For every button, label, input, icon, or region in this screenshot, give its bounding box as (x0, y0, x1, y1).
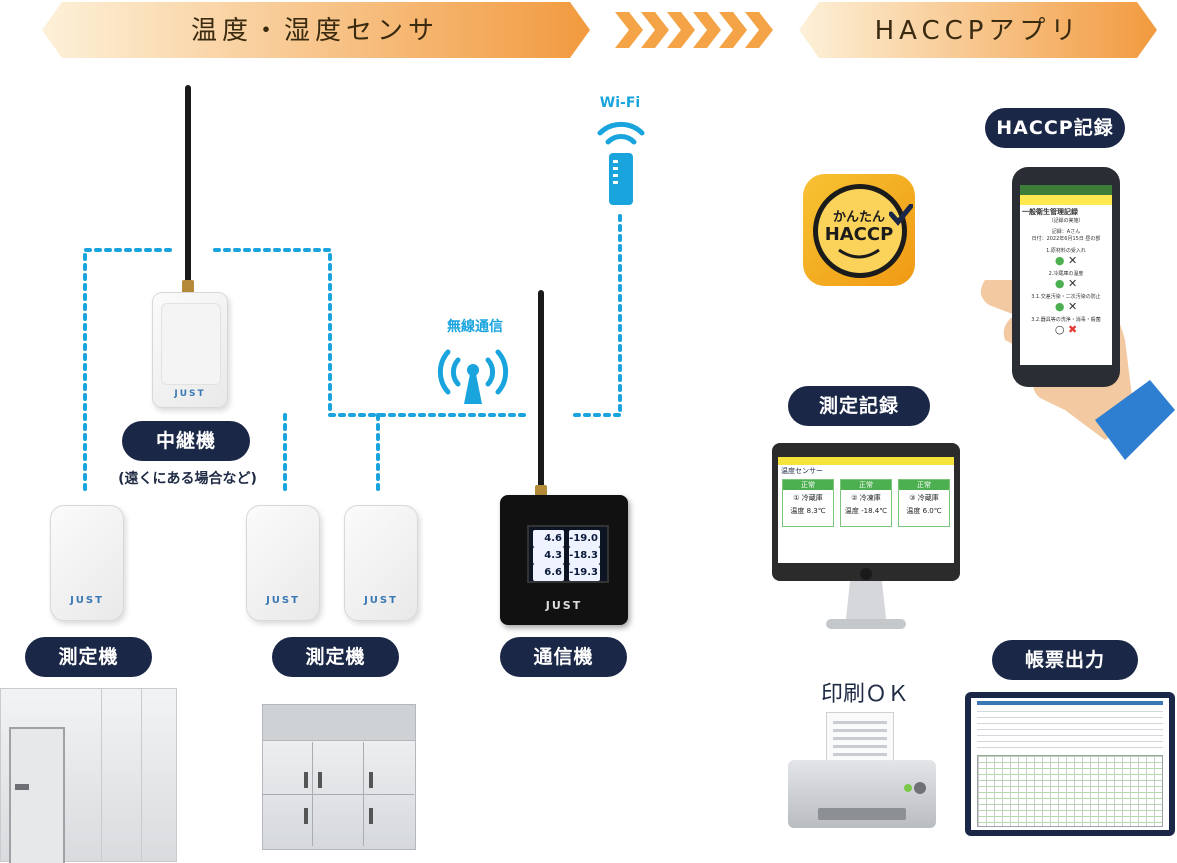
monitor-card-3-name: ③ 冷蔵庫 (909, 494, 939, 502)
lcd-reading-2: -19.0 (569, 530, 600, 547)
desktop-monitor: 温度センサー 正常 ① 冷蔵庫 温度 8.3℃ 正常 ② 冷凍庫 温度 -18.… (772, 443, 960, 581)
relay-label: 中継機 (122, 421, 250, 461)
monitor-card-3-temp: 温度 6.0℃ (906, 507, 942, 515)
smartphone: 一般衛生管理記録 （記録の実施） 記録：Aさん 日付：2022年6月15日 昼の… (1012, 167, 1120, 387)
phone-item-1: 1.原材料の受入れ (1046, 248, 1086, 254)
smile-icon (838, 248, 880, 259)
app-icon-line2: HACCP (824, 224, 894, 245)
wireless-signal-icon (437, 349, 509, 404)
sensor-logo-1: JUST (70, 595, 104, 606)
wifi-label: Wi-Fi (599, 95, 641, 111)
form-output-label: 帳票出力 (992, 640, 1138, 680)
wifi-router-icon (597, 121, 645, 205)
phone-check-1[interactable]: ● ✕ (1054, 254, 1078, 267)
checkmark-icon (889, 204, 913, 226)
sensor-device-3: JUST (344, 505, 418, 621)
sensor-logo-2: JUST (266, 595, 300, 606)
lcd-reading-6: -19.3 (569, 564, 600, 581)
sensor-label-middle: 測定機 (272, 637, 399, 677)
monitor-card-2-temp: 温度 -18.4℃ (844, 507, 888, 515)
lcd-reading-3: 4.3 (533, 547, 564, 564)
phone-item-2: 2.冷蔵庫の温度 (1048, 271, 1084, 277)
flow-chevrons (615, 12, 773, 48)
phone-check-2[interactable]: ● ✕ (1054, 277, 1078, 290)
sensor-device-1: JUST (50, 505, 124, 621)
walk-in-freezer (0, 688, 177, 863)
haccp-banner: HACCPアプリ (797, 0, 1159, 60)
phone-subtitle: （記録の実施） (1048, 218, 1084, 224)
relay-antenna (182, 85, 194, 294)
sensor-banner: 温度・湿度センサ (40, 0, 590, 60)
monitor-card-2[interactable]: 正常 ② 冷凍庫 温度 -18.4℃ (840, 479, 892, 527)
monitor-card-2-status: 正常 (841, 480, 891, 490)
communicator-antenna (535, 290, 547, 499)
measure-record-label: 測定記録 (788, 386, 930, 426)
kantan-haccp-app-icon[interactable]: かんたん HACCP (803, 174, 915, 286)
phone-title: 一般衛生管理記録 (1022, 208, 1078, 216)
print-ok-label: 印刷ＯＫ (820, 682, 909, 707)
commercial-fridge (262, 704, 416, 852)
communicator-lcd: 4.6 -19.0 4.3 -18.3 6.6 -19.3 (527, 525, 609, 583)
monitor-card-1-name: ① 冷蔵庫 (793, 494, 823, 502)
phone-record-label: 記録：Aさん (1051, 229, 1081, 235)
sensor-banner-shape (42, 2, 590, 58)
haccp-banner-title: HACCPアプリ (874, 16, 1082, 46)
printer (788, 760, 936, 828)
communicator-logo: JUST (545, 599, 583, 612)
phone-item-3: 3.1.交差汚染・二次汚染の防止 (1031, 294, 1101, 300)
phone-record-date: 日付：2022年6月15日 昼の部 (1031, 236, 1101, 242)
relay-logo: JUST (174, 389, 206, 399)
communicator-device: 4.6 -19.0 4.3 -18.3 6.6 -19.3 JUST (500, 495, 628, 625)
communicator-label: 通信機 (500, 637, 627, 677)
monitor-card-1[interactable]: 正常 ① 冷蔵庫 温度 8.3℃ (782, 479, 834, 527)
monitor-card-2-name: ② 冷凍庫 (851, 494, 881, 502)
monitor-card-3[interactable]: 正常 ③ 冷蔵庫 温度 6.0℃ (898, 479, 950, 527)
monitor-card-1-temp: 温度 8.3℃ (790, 507, 826, 515)
monitor-card-1-status: 正常 (783, 480, 833, 490)
report-document (965, 692, 1175, 836)
relay-note: (遠くにある場合など) (118, 471, 257, 487)
haccp-banner-shape (799, 2, 1157, 58)
phone-screen: 一般衛生管理記録 （記録の実施） 記録：Aさん 日付：2022年6月15日 昼の… (1020, 185, 1112, 365)
lcd-reading-5: 6.6 (533, 564, 564, 581)
sensor-label-left: 測定機 (25, 637, 152, 677)
wireless-label: 無線通信 (447, 319, 503, 335)
phone-item-4: 3.2.器具等の洗浄・消毒・殺菌 (1031, 317, 1101, 323)
lcd-reading-1: 4.6 (533, 530, 564, 547)
phone-check-4[interactable]: ○ ✖ (1054, 323, 1078, 336)
monitor-stand (826, 581, 906, 629)
report-sheet (971, 698, 1169, 830)
phone-check-3[interactable]: ● ✕ (1054, 300, 1078, 313)
monitor-card-3-status: 正常 (899, 480, 949, 490)
lcd-reading-4: -18.3 (569, 547, 600, 564)
sensor-banner-title: 温度・湿度センサ (190, 16, 439, 46)
app-icon-line1: かんたん (832, 210, 885, 225)
sensor-logo-3: JUST (364, 595, 398, 606)
monitor-screen: 温度センサー 正常 ① 冷蔵庫 温度 8.3℃ 正常 ② 冷凍庫 温度 -18.… (778, 457, 954, 563)
sensor-device-2: JUST (246, 505, 320, 621)
relay-device: JUST (152, 292, 228, 408)
haccp-record-label: HACCP記録 (985, 108, 1125, 148)
monitor-header: 温度センサー (781, 467, 823, 475)
